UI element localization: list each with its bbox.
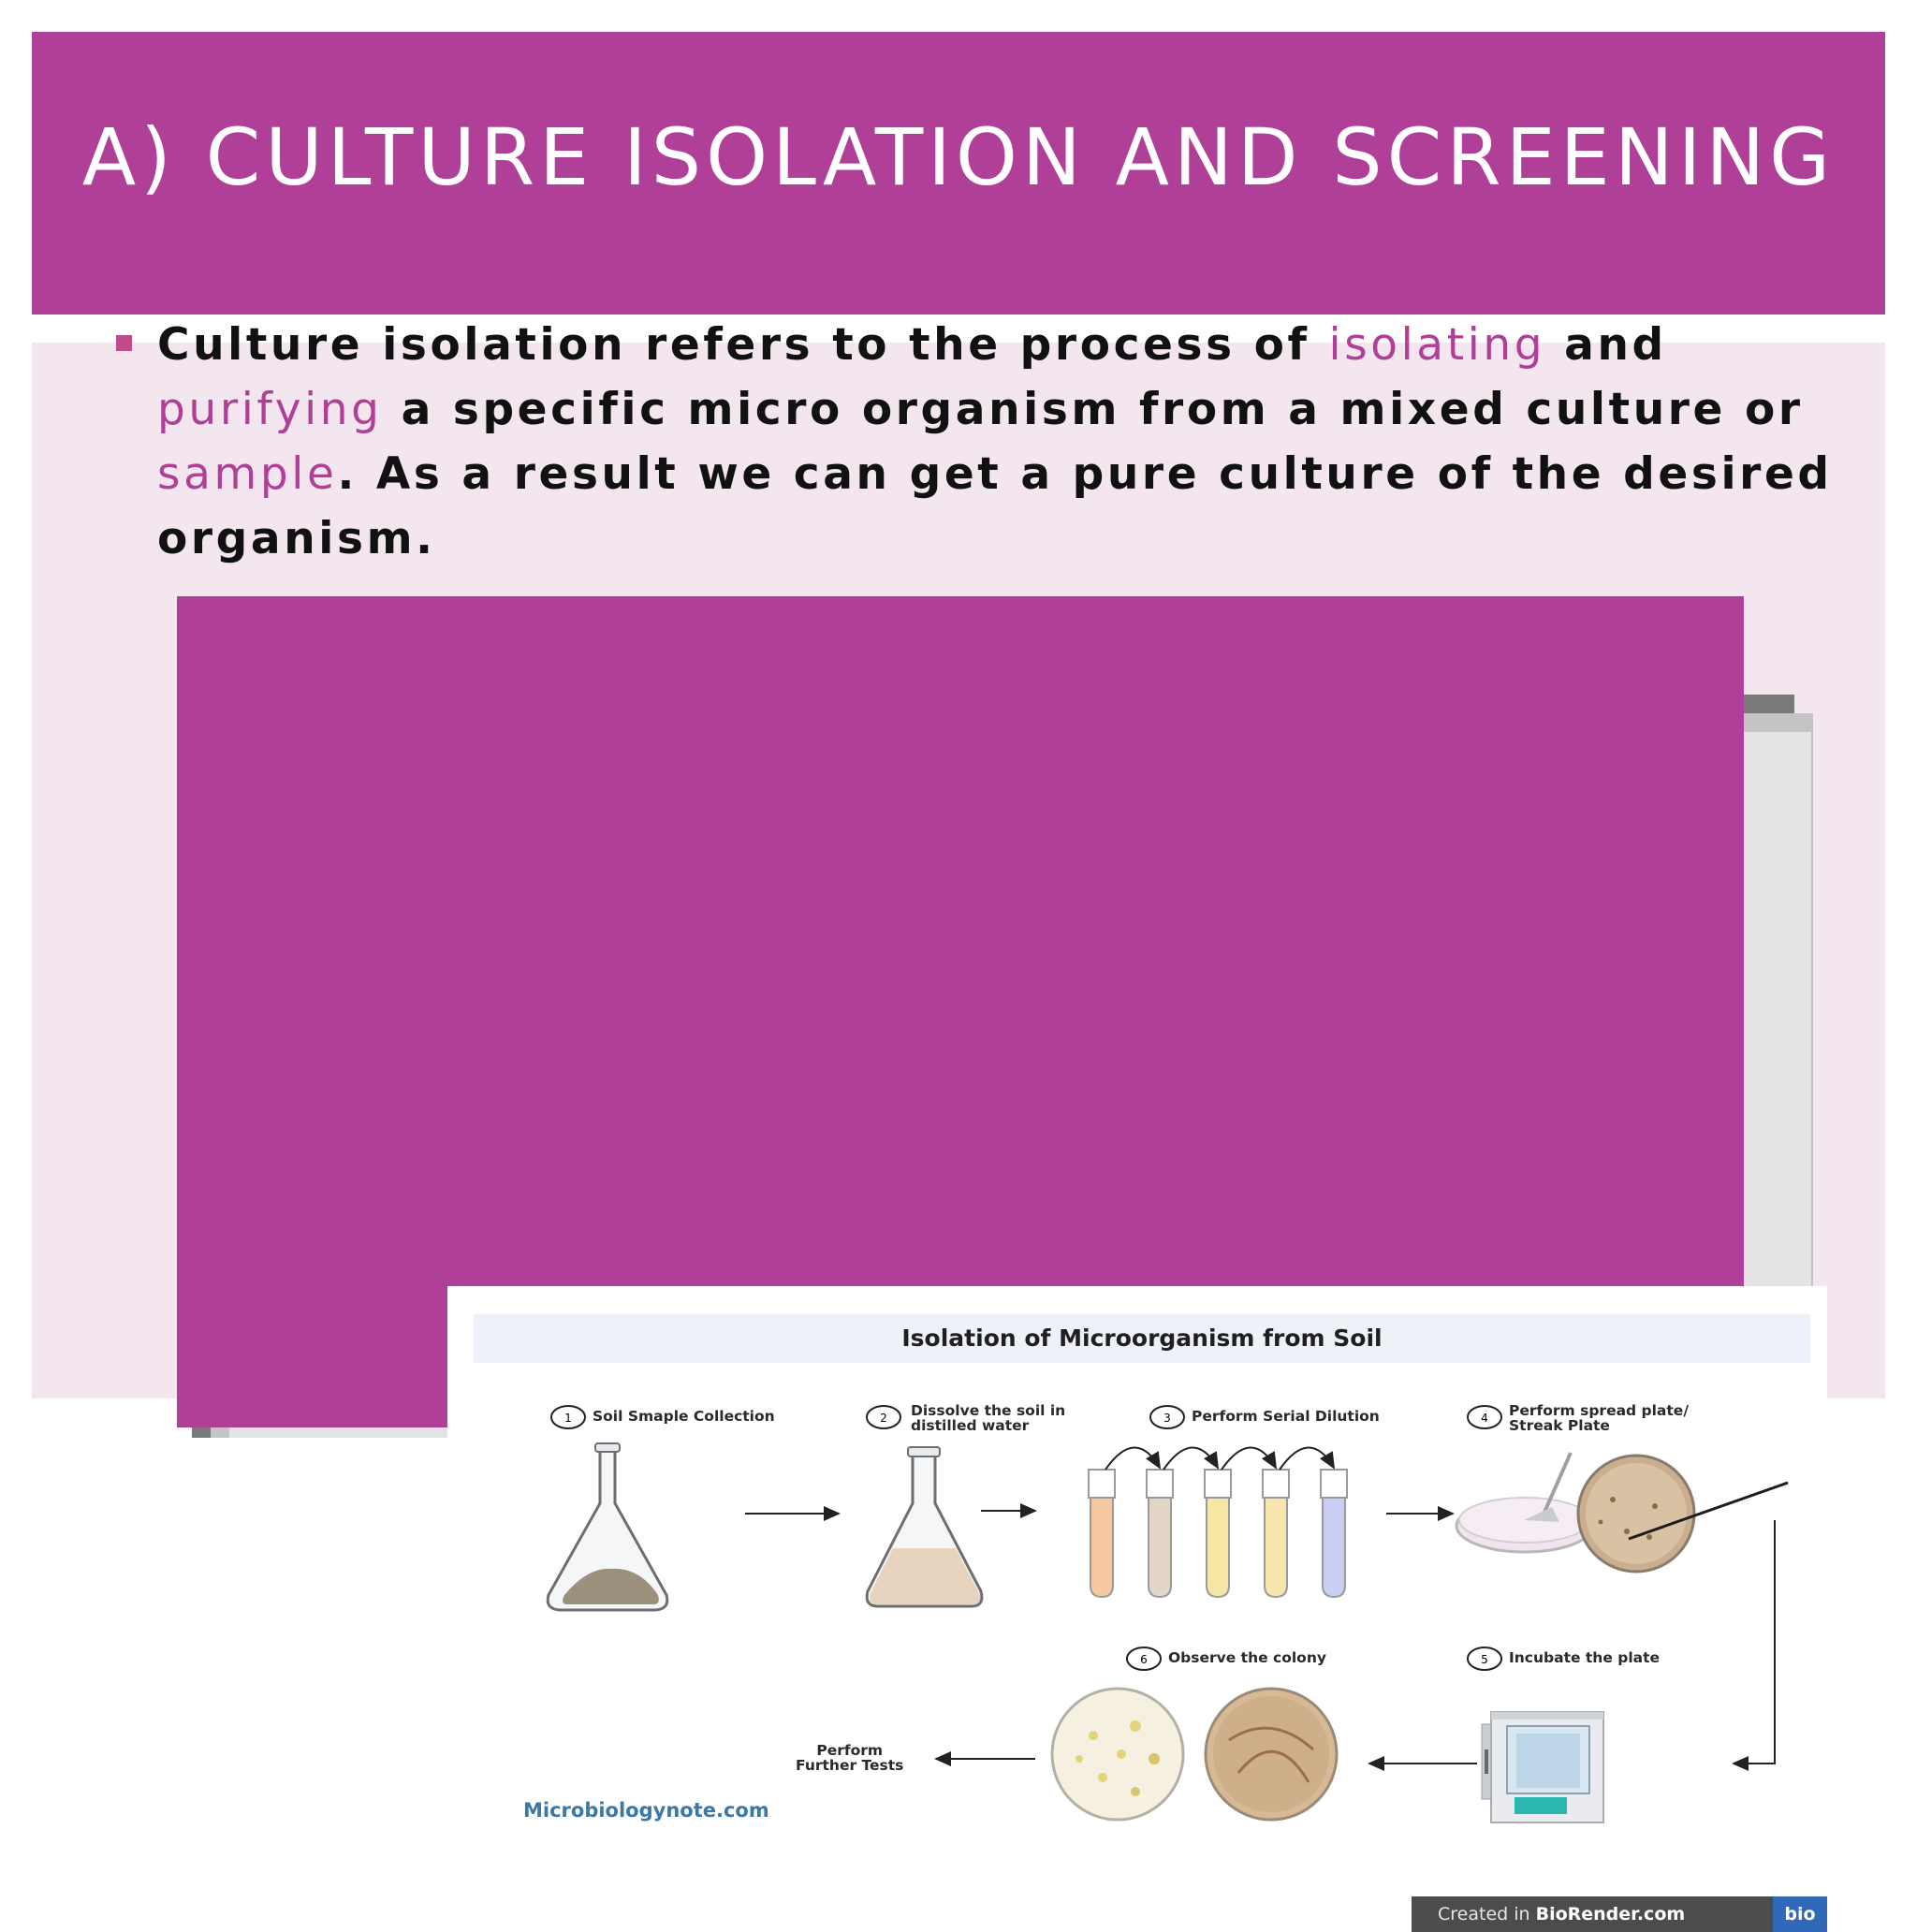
test-tube-icon — [1088, 1469, 1116, 1599]
bullet-text-part-1: Culture isolation refers to the process … — [157, 319, 1329, 371]
arrow-icon — [1105, 1446, 1162, 1471]
further-tests-label: Perform Further Tests — [796, 1742, 904, 1774]
step-number-icon: 5 — [1467, 1647, 1502, 1671]
incubator-icon — [1481, 1711, 1604, 1823]
badge-prefix: Created in — [1438, 1904, 1536, 1925]
svg-text:5: 5 — [1481, 1653, 1488, 1666]
badge-brand: BioRender.com — [1535, 1904, 1686, 1925]
step-1-label: Soil Smaple Collection — [593, 1408, 775, 1425]
arrow-icon — [1163, 1446, 1220, 1471]
process-diagram: 1 2 3 4 5 6 — [546, 1405, 1789, 1823]
test-tube-icon — [1204, 1469, 1232, 1599]
step-2-label: Dissolve the soil in distilled water — [911, 1402, 1066, 1434]
test-tube-icon — [1320, 1469, 1348, 1599]
bullet-text-part-4: . As a result we can get a pure culture … — [157, 448, 1833, 564]
step-number-icon: 2 — [866, 1405, 901, 1429]
bullet-text-part-3: a specific micro organism from a mixed c… — [382, 384, 1804, 435]
highlight-isolating: isolating — [1328, 319, 1546, 371]
petri-dish-icon — [1455, 1452, 1595, 1554]
svg-text:2: 2 — [880, 1412, 887, 1425]
step-4-label: Perform spread plate/ Streak Plate — [1509, 1402, 1689, 1434]
petri-dish-icon — [1204, 1687, 1339, 1822]
test-tube-icon — [1262, 1469, 1290, 1599]
svg-text:4: 4 — [1481, 1412, 1488, 1425]
svg-text:1: 1 — [564, 1412, 572, 1425]
highlight-sample: sample — [157, 448, 338, 500]
arrow-icon — [1732, 1520, 1776, 1771]
highlight-purifying: purifying — [157, 384, 383, 435]
bullet-square-icon — [116, 335, 132, 351]
biorender-logo: bio — [1773, 1896, 1827, 1932]
bullet-text-part-2: and — [1545, 319, 1667, 371]
process-figure: Isolation of Microorganism from Soil 1 2… — [447, 1286, 1827, 1932]
arrow-icon — [1279, 1446, 1336, 1471]
figure-title-band — [474, 1314, 1810, 1363]
step-6-label: Observe the colony — [1168, 1649, 1326, 1666]
figure-title: Isolation of Microorganism from Soil — [901, 1325, 1383, 1352]
step-5-label: Incubate the plate — [1509, 1649, 1661, 1666]
conical-flask-icon — [865, 1446, 984, 1608]
svg-text:6: 6 — [1140, 1653, 1148, 1666]
petri-dish-icon — [1576, 1454, 1789, 1573]
site-credit: Microbiologynote.com — [523, 1799, 769, 1822]
step-number-icon: 3 — [1149, 1405, 1185, 1429]
petri-dish-icon — [1050, 1687, 1185, 1822]
test-tube-icon — [1146, 1469, 1174, 1599]
arrow-icon — [1221, 1446, 1278, 1471]
step-number-icon: 1 — [550, 1405, 586, 1429]
svg-text:3: 3 — [1163, 1412, 1171, 1425]
biorender-badge-text: Created in BioRender.com — [1438, 1896, 1685, 1932]
step-3-label: Perform Serial Dilution — [1192, 1408, 1380, 1425]
step-number-icon: 4 — [1467, 1405, 1502, 1429]
image-frame: Isolation of Microorganism from Soil 1 2… — [177, 596, 1827, 1932]
bullet-text: Culture isolation refers to the process … — [157, 313, 1833, 571]
slide-title: A) CULTURE ISOLATION AND SCREENING — [81, 111, 1836, 203]
conical-flask-icon — [546, 1442, 669, 1612]
step-number-icon: 6 — [1126, 1647, 1162, 1671]
title-bar: A) CULTURE ISOLATION AND SCREENING — [32, 32, 1885, 315]
